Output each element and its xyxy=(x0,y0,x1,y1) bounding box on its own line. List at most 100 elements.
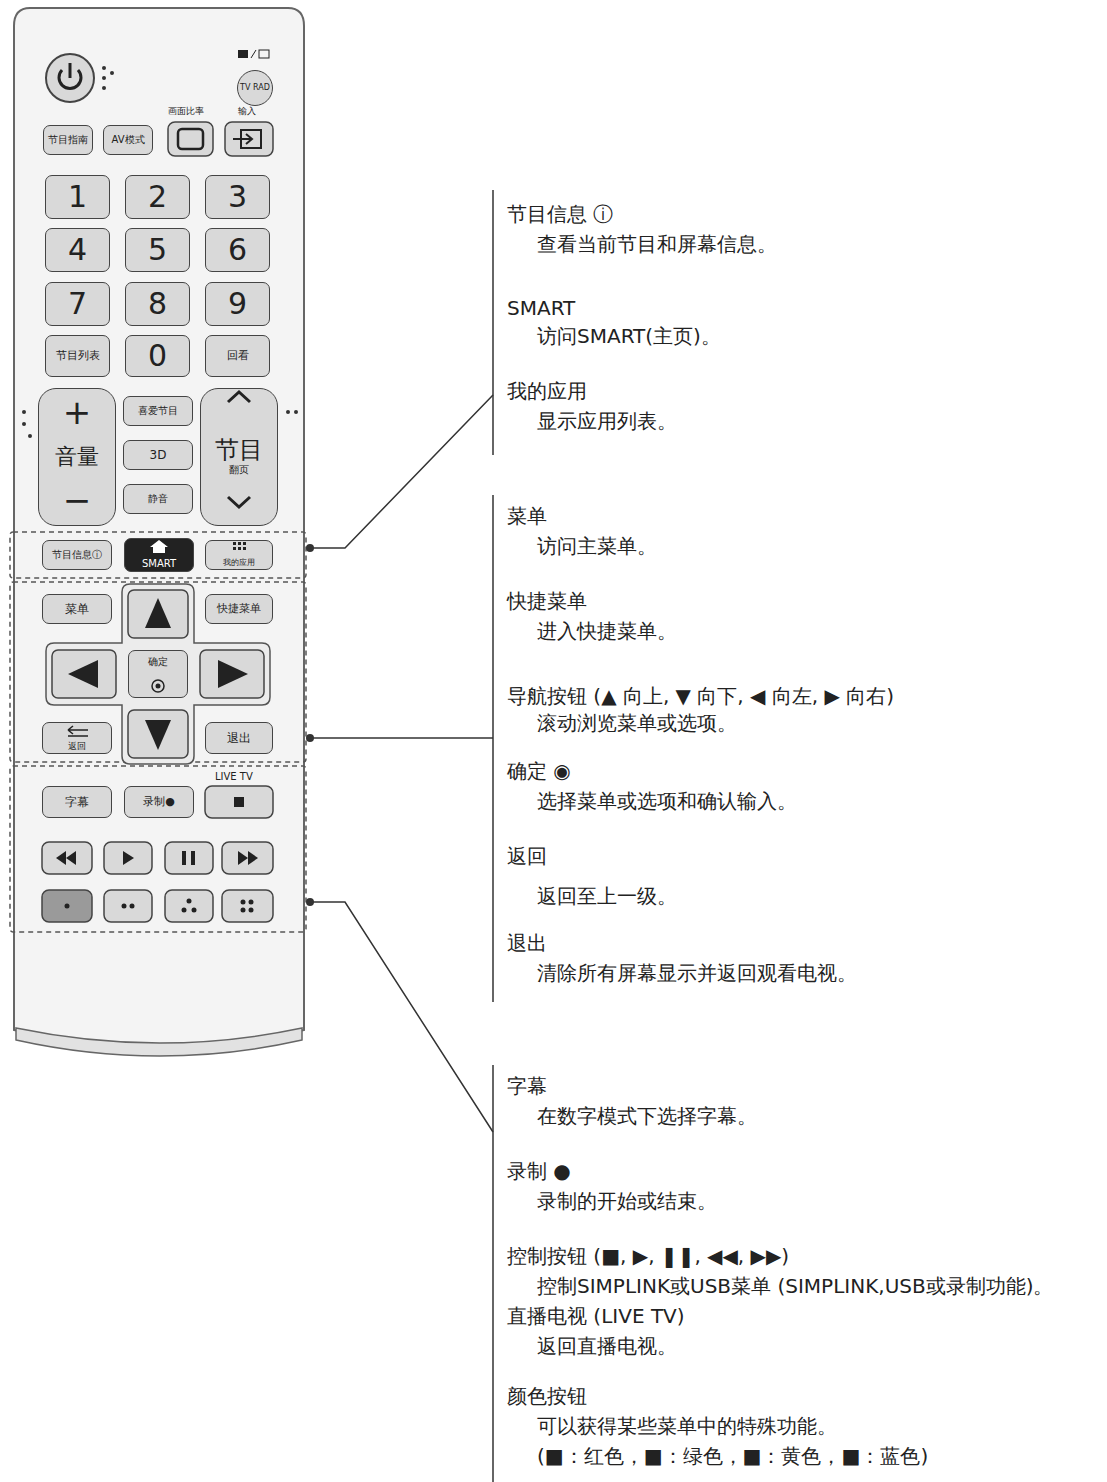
description-text: 录制的开始或结束。 xyxy=(537,1190,717,1213)
button-text: 我的应用 xyxy=(223,559,255,567)
button-text: 字幕 xyxy=(65,796,89,809)
description-text: 查看当前节目和屏幕信息。 xyxy=(537,233,777,256)
description-text: 可以获得某些菜单中的特殊功能。 xyxy=(537,1415,837,1438)
ok-button: 确定 xyxy=(128,650,188,698)
ok-icon xyxy=(152,680,164,692)
button-text: 3 xyxy=(228,181,247,213)
description-text: 控制SIMPLINK或USB菜单 (SIMPLINK,USB或录制功能)。 xyxy=(537,1275,1053,1298)
indicator-dots xyxy=(22,66,298,438)
radio-icon xyxy=(259,50,269,58)
button-group-outline xyxy=(10,532,306,932)
channel-rocker: 节目翻页 xyxy=(200,388,278,526)
description-heading: SMART xyxy=(507,297,575,320)
button-text: 节目 xyxy=(215,438,263,463)
remote-button: 回看 xyxy=(205,335,270,377)
remote-button: 节目列表 xyxy=(45,335,110,377)
button-text: AV模式 xyxy=(111,135,144,146)
button-caption: 画面比率 xyxy=(168,106,204,116)
description-heading: 退出 xyxy=(507,932,547,955)
button-text: 菜单 xyxy=(65,603,89,616)
button-text: 节目指南 xyxy=(48,135,88,146)
description-heading: 颜色按钮 xyxy=(507,1385,587,1408)
description-heading: 返回 xyxy=(507,845,547,868)
description-text: 进入快捷菜单。 xyxy=(537,620,677,643)
button-text: 快捷菜单 xyxy=(217,603,261,615)
button-text: 0 xyxy=(148,340,167,372)
description-text: (■：红色，■：绿色，■：黄色，■：蓝色) xyxy=(537,1445,928,1468)
tv-radio-button: TV RAD xyxy=(237,70,273,106)
button-text: TV RAD xyxy=(240,84,270,92)
smart-button: SMART xyxy=(124,538,194,572)
tv-icon xyxy=(238,50,248,58)
number-button: 7 xyxy=(45,282,110,326)
button-text: 3D xyxy=(150,449,167,462)
back-button: 返回 xyxy=(42,722,112,754)
remote-button: 快捷菜单 xyxy=(205,594,273,624)
input-button xyxy=(225,122,273,156)
description-heading: 字幕 xyxy=(507,1075,547,1098)
color-dots xyxy=(65,899,254,913)
number-button: 8 xyxy=(125,282,190,326)
description-heading: 录制 ● xyxy=(507,1160,571,1183)
remote-button: 3D xyxy=(123,440,193,470)
button-text: SMART xyxy=(142,559,176,570)
description-heading: 我的应用 xyxy=(507,380,587,403)
button-text: − xyxy=(63,483,92,519)
remote-button: 节目指南 xyxy=(43,125,93,155)
button-text: 回看 xyxy=(227,350,249,362)
home-icon xyxy=(150,540,168,553)
color-button xyxy=(42,890,273,922)
description-heading: 导航按钮 (▲ 向上, ▼ 向下, ◀ 向左, ▶ 向右) xyxy=(507,685,894,708)
power-button xyxy=(46,54,94,102)
leader-line xyxy=(310,190,493,1482)
remote-button: 节目信息ⓘ xyxy=(42,540,112,570)
remote-button: 静音 xyxy=(123,484,193,514)
remote-button: AV模式 xyxy=(103,125,153,155)
remote-button: 我的应用 xyxy=(205,540,273,570)
button-text: 音量 xyxy=(55,445,99,468)
button-text: 节目信息ⓘ xyxy=(52,550,102,561)
number-button: 0 xyxy=(125,335,190,377)
button-text: 2 xyxy=(148,181,167,213)
button-text: 6 xyxy=(228,234,247,266)
number-button: 6 xyxy=(205,228,270,272)
media-icon xyxy=(56,851,258,865)
number-button: 3 xyxy=(205,175,270,219)
button-text: 1 xyxy=(68,181,87,213)
button-text: 喜爱节目 xyxy=(138,406,178,417)
description-heading: 快捷菜单 xyxy=(507,590,587,613)
number-button: 9 xyxy=(205,282,270,326)
button-text: 录制● xyxy=(143,796,175,808)
aspect-button xyxy=(168,122,213,156)
button-text: + xyxy=(63,395,92,431)
remote-body xyxy=(14,8,304,1046)
button-text: 8 xyxy=(148,288,167,320)
remote-button: 字幕 xyxy=(42,786,112,818)
button-text: 翻页 xyxy=(229,465,249,476)
apps-icon xyxy=(233,542,246,550)
remote-button: 菜单 xyxy=(42,594,112,624)
button-caption: 输入 xyxy=(238,106,256,116)
description-text: 显示应用列表。 xyxy=(537,410,677,433)
number-button: 2 xyxy=(125,175,190,219)
button-text: 7 xyxy=(68,288,87,320)
leader-dot xyxy=(306,544,314,906)
button-caption: LIVE TV xyxy=(215,771,253,783)
remote-button: 录制● xyxy=(124,786,194,818)
number-button: 1 xyxy=(45,175,110,219)
button-text: 静音 xyxy=(148,494,168,505)
description-text: 选择菜单或选项和确认输入。 xyxy=(537,790,797,813)
button-text: 9 xyxy=(228,288,247,320)
button-text: 确定 xyxy=(148,657,168,668)
description-text: 返回至上一级。 xyxy=(537,885,677,908)
description-text: 访问SMART(主页)。 xyxy=(537,325,721,348)
number-button: 4 xyxy=(45,228,110,272)
channel-down-icon xyxy=(228,497,250,507)
remote-button: 喜爱节目 xyxy=(123,396,193,426)
volume-rocker: + 音量 − xyxy=(38,388,116,526)
description-heading: 控制按钮 (■, ▶, ❚❚, ◀◀, ▶▶) xyxy=(507,1245,789,1268)
button-text: 退出 xyxy=(227,732,251,745)
description-text: 访问主菜单。 xyxy=(537,535,657,558)
button-text: 返回 xyxy=(68,742,86,751)
description-heading: 菜单 xyxy=(507,505,547,528)
